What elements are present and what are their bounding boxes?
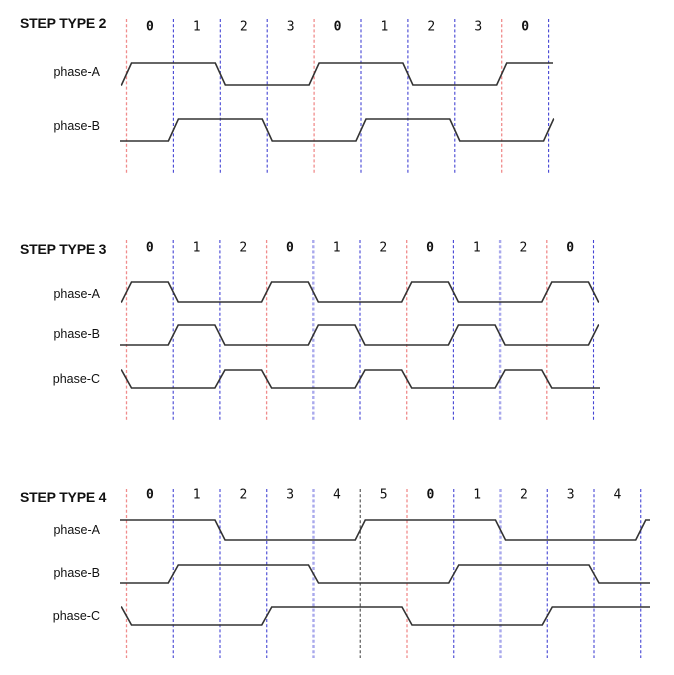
section-title: STEP TYPE 4 <box>20 489 107 505</box>
step-number: 1 <box>473 488 481 503</box>
step-number: 1 <box>473 241 481 256</box>
section-title: STEP TYPE 3 <box>20 241 107 257</box>
step-number: 2 <box>427 20 435 35</box>
step-number: 2 <box>520 241 528 256</box>
phase-label-phase-a: phase-A <box>53 65 100 79</box>
step-number: 3 <box>567 488 575 503</box>
step-number: 3 <box>286 488 294 503</box>
step-number: 0 <box>566 241 574 256</box>
step-number: 0 <box>146 20 154 35</box>
phase-label-phase-a: phase-A <box>53 523 100 537</box>
step-number: 0 <box>426 488 434 503</box>
step-number: 2 <box>379 241 387 256</box>
waveform-phase-b <box>120 324 600 346</box>
step-number: 1 <box>193 488 201 503</box>
step-number: 2 <box>239 241 247 256</box>
step-number: 0 <box>521 20 529 35</box>
waveform-phase-a <box>120 62 553 86</box>
step-number: 0 <box>146 488 154 503</box>
step-number: 1 <box>193 20 201 35</box>
step-number: 4 <box>333 488 341 503</box>
step-number: 0 <box>426 241 434 256</box>
step-number: 0 <box>334 20 342 35</box>
step-number: 0 <box>146 241 154 256</box>
step-number: 4 <box>613 488 621 503</box>
step-number: 3 <box>474 20 482 35</box>
phase-label-phase-b: phase-B <box>53 566 100 580</box>
step-number: 1 <box>381 20 389 35</box>
step-number: 1 <box>193 241 201 256</box>
waveform-phase-a <box>120 519 650 541</box>
step-number: 2 <box>239 488 247 503</box>
waveform-phase-a <box>120 281 600 303</box>
phase-label-phase-c: phase-C <box>53 372 100 386</box>
step-number: 5 <box>380 488 388 503</box>
phase-label-phase-b: phase-B <box>53 327 100 341</box>
waveform-phase-b <box>120 118 555 142</box>
step-number: 0 <box>286 241 294 256</box>
step-number: 2 <box>240 20 248 35</box>
section-step-type-3: STEP TYPE 3 0 1 2 0 1 2 0 1 2 0 phase-A phase-B phase… <box>20 240 600 422</box>
section-title: STEP TYPE 2 <box>20 15 107 31</box>
section-step-type-4: STEP TYPE 4 0 1 2 3 4 5 0 1 2 3 4 phase-A phase-B phas… <box>20 488 650 658</box>
step-number: 3 <box>287 20 295 35</box>
waveform-phase-b <box>120 564 650 584</box>
waveform-phase-c <box>120 606 650 626</box>
phase-label-phase-b: phase-B <box>53 119 100 133</box>
section-step-type-2: STEP TYPE 2 0 1 2 3 0 1 2 3 0 phase-A phase-B <box>20 15 555 174</box>
waveform-phase-c <box>120 369 600 389</box>
step-number: 1 <box>333 241 341 256</box>
phase-label-phase-a: phase-A <box>53 287 100 301</box>
phase-label-phase-c: phase-C <box>53 609 100 623</box>
step-number: 2 <box>520 488 528 503</box>
